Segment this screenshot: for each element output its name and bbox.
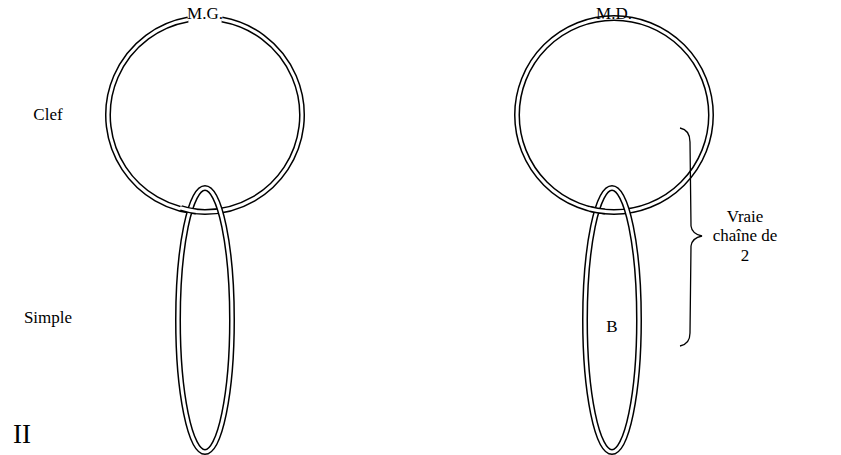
ring-crossing-inner [589,209,606,212]
ring-crossing-inner [180,208,197,212]
part-label: Simple [24,308,72,328]
figure-number: II [13,419,31,450]
bracket-note: Vraie chaîne de 2 [709,207,781,266]
closed-ring-inner [517,18,711,212]
hand-label: M.D. [596,4,632,24]
bracket [680,128,702,346]
ring-crossing [590,209,605,212]
simple-loop [178,188,232,452]
split-ring-inner [108,20,302,212]
loop-letter: B [585,317,639,337]
loop-stroke [585,188,639,452]
part-label: Clef [33,105,62,125]
loop-stroke [585,188,639,452]
split-ring [108,20,302,212]
simple-loop-inner [178,188,232,452]
simple-loop: B [585,188,639,452]
hand-label: M.G. [187,4,223,24]
ring-crossing [181,208,196,212]
closed-ring [517,18,711,212]
